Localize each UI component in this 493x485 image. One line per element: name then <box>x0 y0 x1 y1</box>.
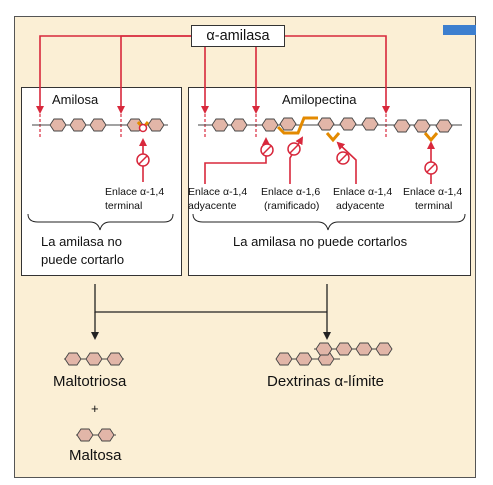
amylopectin-title: Amilopectina <box>282 92 357 107</box>
amylopectin-note: La amilasa no puede cortarlos <box>233 234 408 249</box>
bond-pointers <box>139 136 435 184</box>
amylose-title: Amilosa <box>52 92 99 107</box>
bond-label: Enlace α-1,4 <box>403 186 463 198</box>
bond-label: adyacente <box>336 200 385 212</box>
enzyme-arrows <box>36 35 390 114</box>
dextrins-icon <box>275 342 393 366</box>
dextrins-label: Dextrinas α-límite <box>267 373 385 390</box>
maltose-label: Maltosa <box>69 447 122 464</box>
product-arrows <box>91 284 331 340</box>
maltotriose-icon <box>64 352 124 366</box>
enzyme-label: α-amilasa <box>191 25 285 47</box>
amylose-bond-label-2: terminal <box>105 200 143 212</box>
amylose-bond-label-1: Enlace α-1,4 <box>105 186 165 198</box>
amylose-chain <box>32 118 168 132</box>
no-symbol-icons <box>136 142 438 175</box>
cut-marks <box>39 114 387 138</box>
amylose-note-2: puede cortarlo <box>41 252 125 267</box>
braces <box>27 213 466 231</box>
bond-label: adyacente <box>188 200 237 212</box>
bond-label: Enlace α-1,4 <box>333 186 393 198</box>
bond-label: terminal <box>415 200 453 212</box>
amylose-note-1: La amilasa no <box>41 234 122 249</box>
amylose-panel <box>21 87 182 276</box>
plus-sign: + <box>91 401 99 416</box>
maltotriose-label: Maltotriosa <box>53 373 127 390</box>
amylopectin-chain <box>198 117 462 133</box>
bond-label: (ramificado) <box>264 200 320 212</box>
maltose-icon <box>76 428 116 442</box>
bond-label: Enlace α-1,4 <box>188 186 248 198</box>
bond-label: Enlace α-1,6 <box>261 186 321 198</box>
accent-tab <box>443 25 476 35</box>
